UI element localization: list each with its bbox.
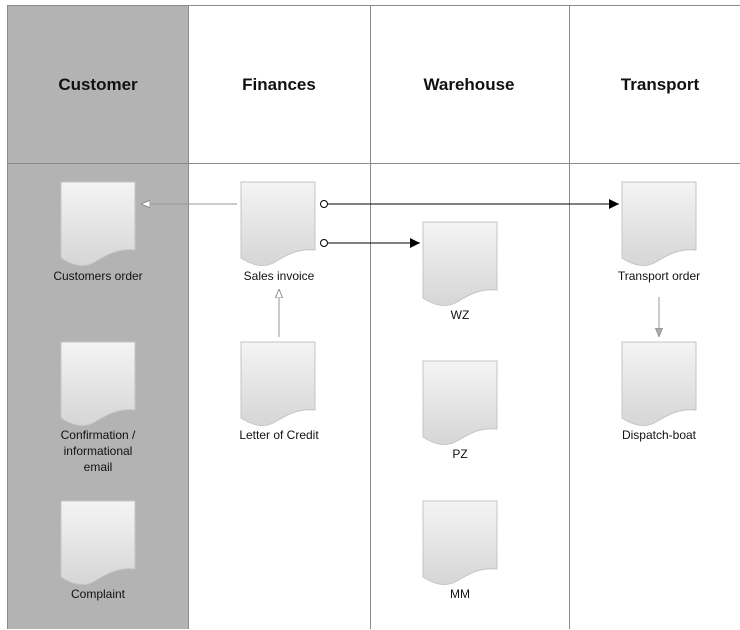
document-labels: Customers order Confirmation / informati… bbox=[53, 269, 700, 601]
mm-label: MM bbox=[450, 587, 470, 601]
lane-titles: Customer Finances Warehouse Transport bbox=[58, 75, 699, 94]
customers-order-document-icon[interactable] bbox=[60, 181, 136, 266]
dispatch-boat-label: Dispatch-boat bbox=[622, 428, 697, 442]
customers-order-label: Customers order bbox=[53, 269, 142, 283]
connectors bbox=[141, 199, 659, 337]
mm-document-icon[interactable] bbox=[422, 500, 498, 585]
transport-lane-title: Transport bbox=[621, 75, 700, 94]
confirmation-email-label-line-1: Confirmation / bbox=[61, 428, 136, 442]
connector-sales-invoice-to-wz bbox=[320, 238, 420, 248]
dispatch-boat-document-icon[interactable] bbox=[621, 341, 697, 426]
pz-label: PZ bbox=[452, 447, 467, 461]
customer-lane-title: Customer bbox=[58, 75, 138, 94]
confirmation-email-label-line-3: email bbox=[84, 460, 113, 474]
documents bbox=[60, 181, 697, 585]
complaint-document-icon[interactable] bbox=[60, 500, 136, 585]
transport-order-document-icon[interactable] bbox=[621, 181, 697, 266]
wz-label: WZ bbox=[451, 308, 470, 322]
finances-lane-title: Finances bbox=[242, 75, 316, 94]
letter-of-credit-document-icon[interactable] bbox=[240, 341, 316, 426]
connector-sales-invoice-to-transport-order bbox=[320, 199, 619, 209]
warehouse-lane-title: Warehouse bbox=[423, 75, 514, 94]
sales-invoice-document-icon[interactable] bbox=[240, 181, 316, 266]
pz-document-icon[interactable] bbox=[422, 360, 498, 445]
confirmation-email-label-line-2: informational bbox=[64, 444, 133, 458]
sales-invoice-label: Sales invoice bbox=[244, 269, 315, 283]
confirmation-email-document-icon[interactable] bbox=[60, 341, 136, 426]
transport-order-label: Transport order bbox=[618, 269, 700, 283]
wz-document-icon[interactable] bbox=[422, 221, 498, 306]
complaint-label: Complaint bbox=[71, 587, 126, 601]
letter-of-credit-label: Letter of Credit bbox=[239, 428, 319, 442]
transport-lane-background bbox=[569, 5, 740, 629]
lane-borders bbox=[7, 5, 740, 629]
